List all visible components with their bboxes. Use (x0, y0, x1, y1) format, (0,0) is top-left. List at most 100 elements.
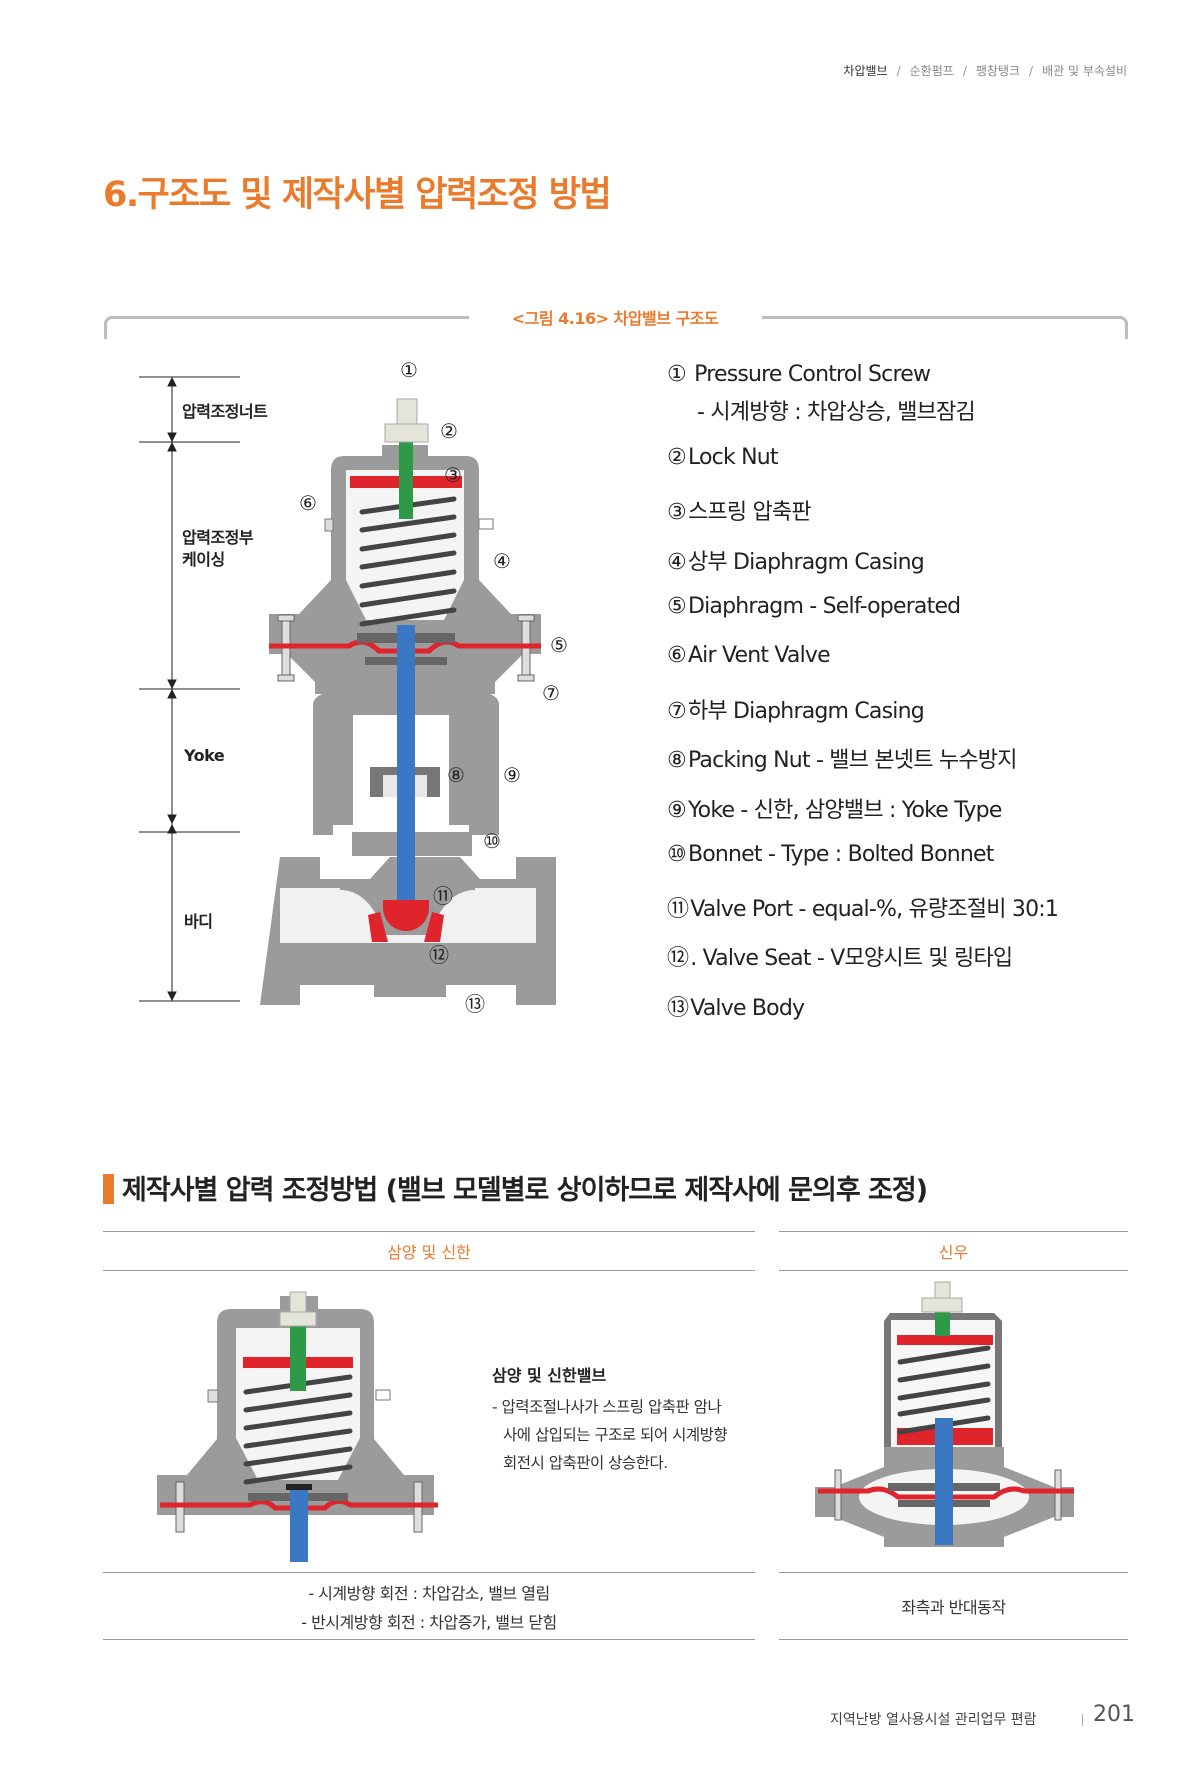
divider (779, 1270, 1128, 1271)
list-item: ⑤Diaphragm - Self-operated (667, 594, 961, 619)
list-item: ②Lock Nut (667, 445, 779, 470)
caption-bracket-left (104, 316, 469, 339)
breadcrumb-item[interactable]: 배관 및 부속설비 (1042, 64, 1127, 78)
callout-numbers: ① ② ③ ④ ⑤ ⑥ ⑦ ⑧ ⑨ ⑩ ⑪ ⑫ ⑬ (299, 358, 568, 1016)
pressure-control-screw (384, 398, 429, 519)
spring (359, 496, 457, 627)
item-number: ⑥ (667, 643, 687, 668)
callout-12: ⑫ (429, 943, 449, 967)
caption-bracket-right (762, 316, 1128, 339)
section-heading: 제작사별 압력 조정방법 (밸브 모델별로 상이하므로 제작사에 문의후 조정) (103, 1168, 928, 1207)
left-footer-line-1: - 시계방향 회전 : 차압감소, 밸브 열림 (308, 1584, 550, 1603)
dim-label-yoke: Yoke (184, 746, 225, 765)
page-title: 6.구조도 및 제작사별 압력조정 방법 (103, 175, 612, 215)
item-number: ⑬ (667, 996, 689, 1021)
valve-structure-diagram: ① ② ③ ④ ⑤ ⑥ ⑦ ⑧ ⑨ ⑩ ⑪ ⑫ ⑬ (139, 358, 568, 1016)
callout-1: ① (400, 358, 418, 382)
callout-7: ⑦ (542, 681, 560, 705)
item-text: 스프링 압축판 (687, 500, 812, 525)
item-text: Valve Body (690, 996, 805, 1021)
item-text: Packing Nut - 밸브 본넷트 누수방지 (687, 748, 1018, 773)
list-item: ① Pressure Control Screw (667, 362, 931, 387)
column-header-samyang-shinhan: 삼양 및 신한 (387, 1243, 471, 1262)
divider (779, 1231, 1128, 1232)
note-body: - 압력조절나사가 스프링 압축판 암나 사에 삽입되는 구조로 되어 시계방향… (492, 1393, 762, 1477)
breadcrumb: 차압밸브 / 순환펌프 / 팽창탱크 / 배관 및 부속설비 (843, 62, 1127, 79)
breadcrumb-item[interactable]: 차압밸브 (843, 64, 888, 78)
figure-caption: <그림 4.16> 차압밸브 구조도 (511, 309, 719, 328)
item-number: ⑦ (667, 699, 687, 724)
callout-6: ⑥ (299, 491, 317, 515)
callout-8: ⑧ (447, 763, 465, 787)
item-text: 상부 Diaphragm Casing (687, 550, 925, 575)
right-footer-text: 좌측과 반대동작 (901, 1598, 1006, 1617)
callout-2: ② (440, 419, 458, 443)
page-number: 201 (1093, 1702, 1135, 1727)
breadcrumb-separator: / (1029, 64, 1034, 78)
item-text: Valve Port - equal-%, 유량조절비 30:1 (690, 897, 1059, 922)
breadcrumb-item[interactable]: 팽창탱크 (975, 64, 1021, 78)
list-item: ③스프링 압축판 (667, 494, 812, 526)
samyang-shinhan-valve-diagram (157, 1291, 438, 1562)
breadcrumb-item[interactable]: 순환펌프 (909, 64, 954, 78)
item-text: Pressure Control Screw (687, 362, 931, 387)
left-footer-line-2: - 반시계방향 회전 : 차압증가, 밸브 닫힘 (301, 1613, 557, 1632)
callout-3: ③ (444, 463, 462, 487)
valve-stem (397, 625, 415, 903)
list-item: ⑦하부 Diaphragm Casing (667, 693, 925, 725)
callout-13: ⑬ (465, 992, 485, 1016)
valve-plug-and-seat (368, 900, 444, 942)
callout-9: ⑨ (503, 763, 521, 787)
dim-label-casing-1: 압력조정부 (182, 528, 254, 547)
divider (779, 1572, 1128, 1573)
item-number: ③ (667, 500, 687, 525)
item-text: Yoke - 신한, 삼양밸브 : Yoke Type (687, 798, 1002, 823)
column-header-shinwoo: 신우 (938, 1243, 969, 1262)
divider (103, 1270, 755, 1271)
item-number: ⑪ (667, 897, 689, 922)
dim-label-nut: 압력조정너트 (182, 402, 268, 421)
section-heading-text: 제작사별 압력 조정방법 (밸브 모델별로 상이하므로 제작사에 문의후 조정) (122, 1175, 928, 1206)
list-item: ⑩Bonnet - Type : Bolted Bonnet (667, 842, 994, 867)
item-text: Lock Nut (687, 445, 779, 470)
callout-10: ⑩ (483, 829, 501, 853)
item-text: Air Vent Valve (687, 643, 831, 668)
item-number: ⑩ (667, 842, 687, 867)
item-text: Bonnet - Type : Bolted Bonnet (687, 842, 994, 867)
callout-5: ⑤ (550, 633, 568, 657)
item-number: ⑨ (667, 798, 687, 823)
item-number: ⑧ (667, 748, 687, 773)
item-number: ⑫ (667, 946, 689, 971)
divider (103, 1639, 755, 1640)
dim-label-casing-2: 케이싱 (182, 550, 225, 569)
callout-11: ⑪ (433, 884, 453, 908)
divider (103, 1572, 755, 1573)
item-number: ① (667, 362, 687, 387)
item-text: 하부 Diaphragm Casing (687, 699, 925, 724)
shinwoo-valve-diagram (815, 1281, 1074, 1547)
dim-label-body: 바디 (184, 912, 213, 931)
list-item: ⑫. Valve Seat - V모양시트 및 링타입 (667, 940, 1013, 972)
list-item: ⑧Packing Nut - 밸브 본넷트 누수방지 (667, 742, 1017, 774)
breadcrumb-separator: / (962, 64, 967, 78)
note-line: 회전시 압축판이 상승한다. (503, 1454, 668, 1472)
item-number: ② (667, 445, 687, 470)
item-text: . Valve Seat - V모양시트 및 링타입 (690, 946, 1013, 971)
list-item: ⑥Air Vent Valve (667, 643, 831, 668)
item-number: ⑤ (667, 594, 687, 619)
note-line: - 압력조절나사가 스프링 압축판 암나 (492, 1398, 722, 1416)
dimension-lines (139, 376, 240, 1002)
list-item: ⑬Valve Body (667, 990, 805, 1022)
note-line: 사에 삽입되는 구조로 되어 시계방향 (503, 1426, 728, 1444)
list-item-subtext: - 시계방향 : 차압상승, 밸브잠김 (697, 400, 976, 425)
note-title: 삼양 및 신한밸브 (492, 1366, 607, 1385)
item-text: Diaphragm - Self-operated (687, 594, 961, 619)
footer-book-title: 지역난방 열사용시설 관리업무 편람 (830, 1712, 1037, 1728)
accent-bar (103, 1174, 114, 1204)
divider (779, 1639, 1128, 1640)
breadcrumb-separator: / (896, 64, 901, 78)
list-item: ④상부 Diaphragm Casing (667, 544, 925, 576)
footer-divider (1082, 1714, 1083, 1726)
list-item: ⑨Yoke - 신한, 삼양밸브 : Yoke Type (667, 792, 1002, 824)
item-number: ④ (667, 550, 687, 575)
